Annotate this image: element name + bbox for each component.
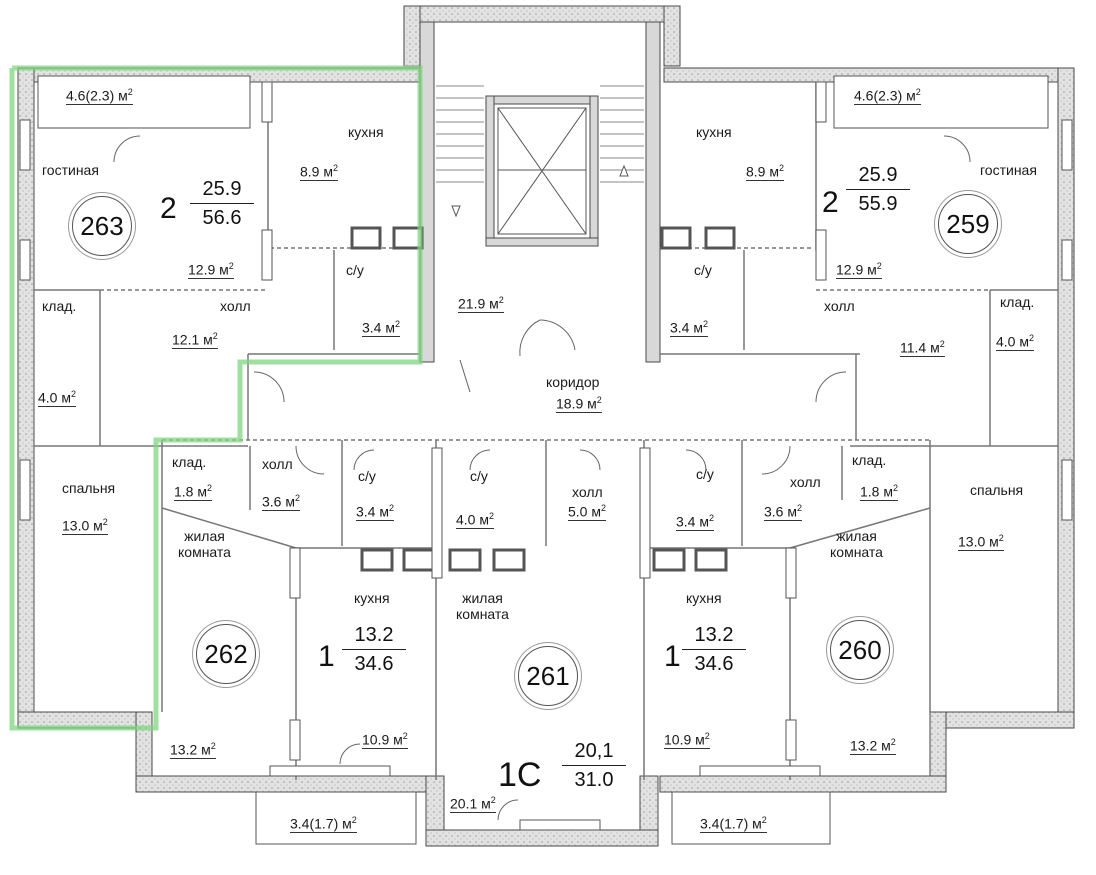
kitchen-263-area: 8.9 м2 xyxy=(300,160,338,181)
hall-263-label: холл xyxy=(220,298,251,314)
bath-259-label: с/у xyxy=(694,262,712,278)
unit-263-living-area: 25.9 xyxy=(190,178,254,204)
hall-260-label: холл xyxy=(790,474,821,490)
balcony-262-area: 3.4(1.7) м2 xyxy=(290,812,357,833)
unit-261-living-area: 20,1 xyxy=(562,740,626,766)
store-262-area: 1.8 м2 xyxy=(174,480,212,501)
unit-263-rooms: 2 xyxy=(160,192,177,225)
hall-262-label: холл xyxy=(262,456,293,472)
bath-260-label: с/у xyxy=(696,466,714,482)
store-262-label: клад. xyxy=(172,454,207,470)
unit-260-total-area: 34.6 xyxy=(694,653,734,675)
kitchen-262-label: кухня xyxy=(354,590,390,606)
unit-263-total-area: 56.6 xyxy=(202,207,242,229)
unit-259-rooms: 2 xyxy=(822,186,839,219)
balcony-263-area: 4.6(2.3) м2 xyxy=(66,84,133,105)
selected-unit-outline xyxy=(9,65,423,731)
kitchen-259-area: 8.9 м2 xyxy=(746,160,784,181)
bedroom-259-area: 13.0 м2 xyxy=(958,530,1004,551)
kitchen-260-label: кухня xyxy=(686,590,722,606)
bath-262-area: 3.4 м2 xyxy=(356,500,394,521)
room-262-label: жилая комната xyxy=(178,528,231,560)
unit-262-rooms: 1 xyxy=(318,640,335,673)
store-259-label: клад. xyxy=(1000,294,1035,310)
room-260-label: жилая комната xyxy=(830,528,883,560)
bedroom-263-label: спальня xyxy=(62,480,116,496)
unit-261-number: 261 xyxy=(518,646,578,706)
unit-261-total-area: 31.0 xyxy=(574,769,614,791)
bath-263-label: с/у xyxy=(346,262,364,278)
room-262-area: 13.2 м2 xyxy=(170,738,216,759)
kitchen-259-label: кухня xyxy=(696,124,732,140)
store-260-area: 1.8 м2 xyxy=(860,480,898,501)
balcony-259-area: 4.6(2.3) м2 xyxy=(854,84,921,105)
hall-263-area: 12.1 м2 xyxy=(172,328,218,349)
bath-260-area: 3.4 м2 xyxy=(676,510,714,531)
living-259-area: 12.9 м2 xyxy=(836,258,882,279)
vent-ducts xyxy=(350,226,736,572)
hall-259-area: 11.4 м2 xyxy=(900,336,945,357)
corridor-area: 18.9 м2 xyxy=(556,392,602,413)
unit-259-living-area: 25.9 xyxy=(846,164,910,190)
unit-262-total-area: 34.6 xyxy=(354,653,394,675)
store-259-area: 4.0 м2 xyxy=(996,330,1034,351)
unit-261-rooms: 1С xyxy=(498,756,542,794)
unit-262-number: 262 xyxy=(196,624,256,684)
store-263-label: клад. xyxy=(42,298,77,314)
kitchen-263-label: кухня xyxy=(348,124,384,140)
unit-260-areas: 13.2 34.6 xyxy=(682,624,746,676)
bedroom-263-area: 13.0 м2 xyxy=(62,514,108,535)
hall-261-label: холл xyxy=(572,484,603,500)
store-263-area: 4.0 м2 xyxy=(38,386,76,407)
unit-259-number: 259 xyxy=(938,194,998,254)
living-263-area: 12.9 м2 xyxy=(188,258,234,279)
core-walls xyxy=(419,21,661,363)
windows xyxy=(19,81,1073,831)
bath-259-area: 3.4 м2 xyxy=(670,316,708,337)
exterior-walls xyxy=(17,5,1075,847)
unit-259-total-area: 55.9 xyxy=(858,193,898,215)
room-261-area: 20.1 м2 xyxy=(450,792,496,813)
doors xyxy=(113,135,971,821)
unit-260-rooms: 1 xyxy=(664,640,681,673)
stair-area: 21.9 м2 xyxy=(458,292,504,313)
bedroom-259-label: спальня xyxy=(970,482,1024,498)
living-263-label: гостиная xyxy=(42,162,99,178)
bath-262-label: с/у xyxy=(358,468,376,484)
kitchen-262-area: 10.9 м2 xyxy=(362,728,408,749)
partitions xyxy=(34,82,1058,780)
balcony-260-area: 3.4(1.7) м2 xyxy=(700,812,767,833)
bath-263-area: 3.4 м2 xyxy=(362,316,400,337)
hall-260-area: 3.6 м2 xyxy=(764,500,802,521)
corridor-label: коридор xyxy=(546,374,600,390)
hall-262-area: 3.6 м2 xyxy=(262,490,300,511)
room-260-area: 13.2 м2 xyxy=(850,734,896,755)
living-259-label: гостиная xyxy=(980,162,1037,178)
stair-treads xyxy=(436,85,644,218)
unit-261-areas: 20,1 31.0 xyxy=(562,740,626,792)
room-261-label: жилая комната xyxy=(456,590,509,622)
hall-261-area: 5.0 м2 xyxy=(568,500,606,521)
store-260-label: клад. xyxy=(852,452,887,468)
hall-259-label: холл xyxy=(824,298,855,314)
unit-260-number: 260 xyxy=(830,620,890,680)
unit-259-areas: 25.9 55.9 xyxy=(846,164,910,216)
unit-260-living-area: 13.2 xyxy=(682,624,746,650)
unit-263-areas: 25.9 56.6 xyxy=(190,178,254,230)
bath-261-area: 4.0 м2 xyxy=(456,508,494,529)
unit-263-number: 263 xyxy=(72,196,132,256)
elevator-shaft xyxy=(497,107,587,235)
kitchen-260-area: 10.9 м2 xyxy=(664,728,710,749)
unit-262-living-area: 13.2 xyxy=(342,624,406,650)
balconies xyxy=(37,75,1049,845)
bath-261-label: с/у xyxy=(470,468,488,484)
unit-262-areas: 13.2 34.6 xyxy=(342,624,406,676)
